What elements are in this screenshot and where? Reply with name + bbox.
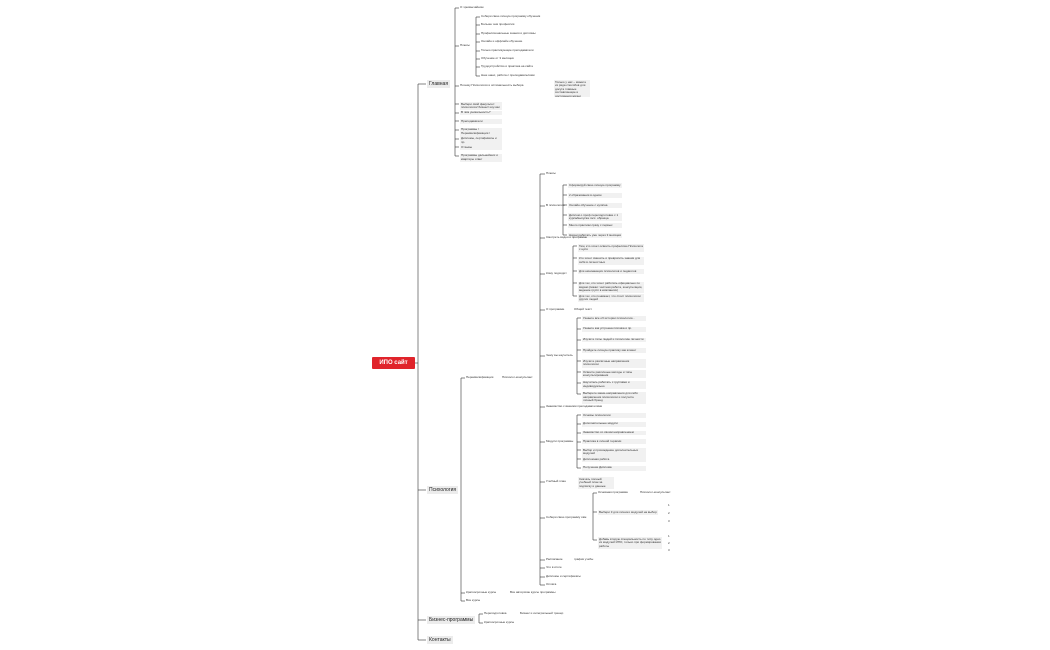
main-why-note: Только у нас – можете из ряда способов д… (554, 80, 590, 98)
plus-item[interactable]: Трудоустройство и практика на сайте (481, 64, 534, 69)
module-item[interactable]: Основы психологии (582, 413, 646, 418)
root-node[interactable]: ИПО сайт (372, 357, 415, 369)
psych-short-child[interactable]: Все авторские курсы программы (510, 590, 556, 594)
plus-item[interactable]: Больше чем профессия (481, 22, 515, 27)
module-item[interactable]: Знакомство со своим направлением (582, 430, 646, 436)
topic-pluses[interactable]: Плюсы (546, 171, 556, 175)
topic-result[interactable]: Что в итоге (546, 565, 562, 569)
topic-diplomas[interactable]: Дипломы и сертификаты (546, 574, 581, 578)
main-first[interactable]: О чрезвычайном (460, 5, 484, 9)
psych-consultant[interactable]: Психолог-консультант (502, 375, 533, 379)
plus-item[interactable]: Наш шанс, работа с преподавателями (481, 72, 535, 77)
topic-schedule-child[interactable]: график учебы (574, 557, 594, 561)
who-item[interactable]: Для тех, кто хочет работать официально п… (578, 281, 644, 294)
topic-learn[interactable]: Чему вы научитесь (546, 353, 573, 357)
build-step2[interactable]: Выбери 3 для личного модулей на выбор (598, 509, 658, 515)
learn-item[interactable]: Узнаете как устроена психика и пр. (582, 327, 646, 332)
inside-item[interactable]: 2 образования в одном (568, 193, 622, 198)
module-item[interactable]: Дополнительные модули (582, 422, 646, 427)
module-item[interactable]: Получение Диплома (582, 466, 646, 471)
learn-item[interactable]: Изучите различные направления психологии (582, 359, 646, 368)
step-number: 3 (668, 519, 670, 523)
biz-trainer[interactable]: Бизнес и интегральный тренер (520, 611, 564, 615)
module-item[interactable]: Дипломная работа (582, 457, 646, 462)
node-psychology[interactable]: Психология (427, 486, 459, 494)
main-pluses[interactable]: Плюсы (460, 43, 470, 47)
who-item[interactable]: Для начинающих психологов и педагогов (578, 269, 644, 274)
plus-item[interactable]: Собери свою личную программу обучения (481, 14, 541, 18)
topic-plan[interactable]: Учебный план (546, 479, 566, 483)
who-item[interactable]: Тем, кто хочет освоить профессию Психоло… (578, 243, 644, 253)
plus-item[interactable]: Профессиональные знания и дипломы (481, 30, 536, 35)
learn-item[interactable]: Научитесь работать с группами и индивиду… (582, 381, 646, 390)
topic-plan-download[interactable]: Скачать полный учебный план за подписку … (578, 477, 614, 489)
step-number: 1 (668, 503, 670, 507)
biz-retraining[interactable]: Переподготовка (484, 611, 507, 615)
learn-item[interactable]: Пройдете личную практику как клиент (582, 348, 646, 354)
inside-item[interactable]: Начни работать уже через 3 месяцев (568, 232, 622, 238)
main-item[interactable]: В чём уникальность? (460, 110, 502, 116)
step-number: 2 (668, 541, 670, 545)
topic-payment[interactable]: Оплата (546, 582, 557, 586)
plus-item[interactable]: Онлайн и оффлайн обучение (481, 39, 523, 44)
node-contacts[interactable]: Контакты (427, 636, 453, 644)
node-business[interactable]: Бизнес-программы (427, 616, 476, 624)
learn-item[interactable]: Изучите типы людей и типологию личности (582, 337, 646, 343)
build-step1[interactable]: Основная программа (598, 490, 628, 494)
psych-all[interactable]: Все курсы (466, 598, 481, 602)
module-item[interactable]: Практика в личной терапии (582, 439, 646, 445)
topic-program[interactable]: О программе (546, 307, 565, 311)
topic-modules[interactable]: Модули программы (546, 439, 574, 443)
topic-program-text[interactable]: Общий текст (574, 307, 592, 311)
topic-schedule[interactable]: Расписание (546, 557, 563, 561)
inside-item[interactable]: Много практики сразу с первых (568, 223, 622, 228)
biz-short[interactable]: Краткосрочные курсы (484, 620, 515, 624)
build-step3[interactable]: Добавь вторую специальность по типу одно… (598, 536, 662, 549)
node-main[interactable]: Главная (427, 80, 451, 88)
step-number: 2 (668, 511, 670, 515)
who-item[interactable]: Кто хочет сменить и превратить знания дл… (578, 256, 644, 265)
main-item[interactable]: Дипломы, сертификаты и пр. (460, 136, 502, 145)
who-item[interactable]: Для тех, кто понимает, что стоит психоло… (578, 294, 644, 303)
topic-watch-video[interactable]: Смотреть видео о программе (546, 235, 588, 239)
topic-build[interactable]: Собери свою программу сам (546, 515, 587, 519)
main-why[interactable]: Почему Психология и оптимальность выбора (460, 83, 524, 87)
inside-item[interactable]: Онлайн обучение с нуля/на (568, 203, 622, 208)
main-item[interactable]: Отзывы (460, 145, 502, 150)
inside-item[interactable]: Сформируй свою личную программу (568, 182, 622, 188)
learn-item[interactable]: Узнаете все об истории психологии... (582, 316, 646, 321)
main-item[interactable]: Программы дальнейших и квартиры ответ (460, 153, 502, 162)
module-item[interactable]: Выбор и прохождение дополнительных модул… (582, 448, 646, 457)
step-number: 1 (668, 534, 670, 538)
main-item[interactable]: Выбери свой факультет: психология/ бизне… (460, 101, 502, 111)
topic-inside[interactable]: В психологии (546, 203, 565, 207)
inside-item[interactable]: Диплом о проф переподготовке с 1 курса/в… (568, 213, 622, 222)
topic-teachers[interactable]: Знакомство с вашими преподавателями (546, 404, 603, 408)
step-number: 3 (668, 548, 670, 552)
main-item[interactable]: Преподаватели (460, 119, 502, 124)
learn-item[interactable]: Выберете какие-направления для себя напр… (582, 391, 646, 404)
learn-item[interactable]: Освоите различные методы и типы консульт… (582, 370, 646, 379)
psych-short[interactable]: Краткосрочные курсы (466, 590, 497, 594)
plus-item[interactable]: Обучение от 3 месяцев (481, 56, 514, 60)
plus-item[interactable]: Только практикующие преподаватели (481, 47, 534, 52)
topic-who[interactable]: Кому подходит (546, 271, 567, 275)
build-step1-child[interactable]: Психолог-консультант (640, 490, 671, 494)
psych-retraining[interactable]: Переквалификация (466, 375, 494, 379)
